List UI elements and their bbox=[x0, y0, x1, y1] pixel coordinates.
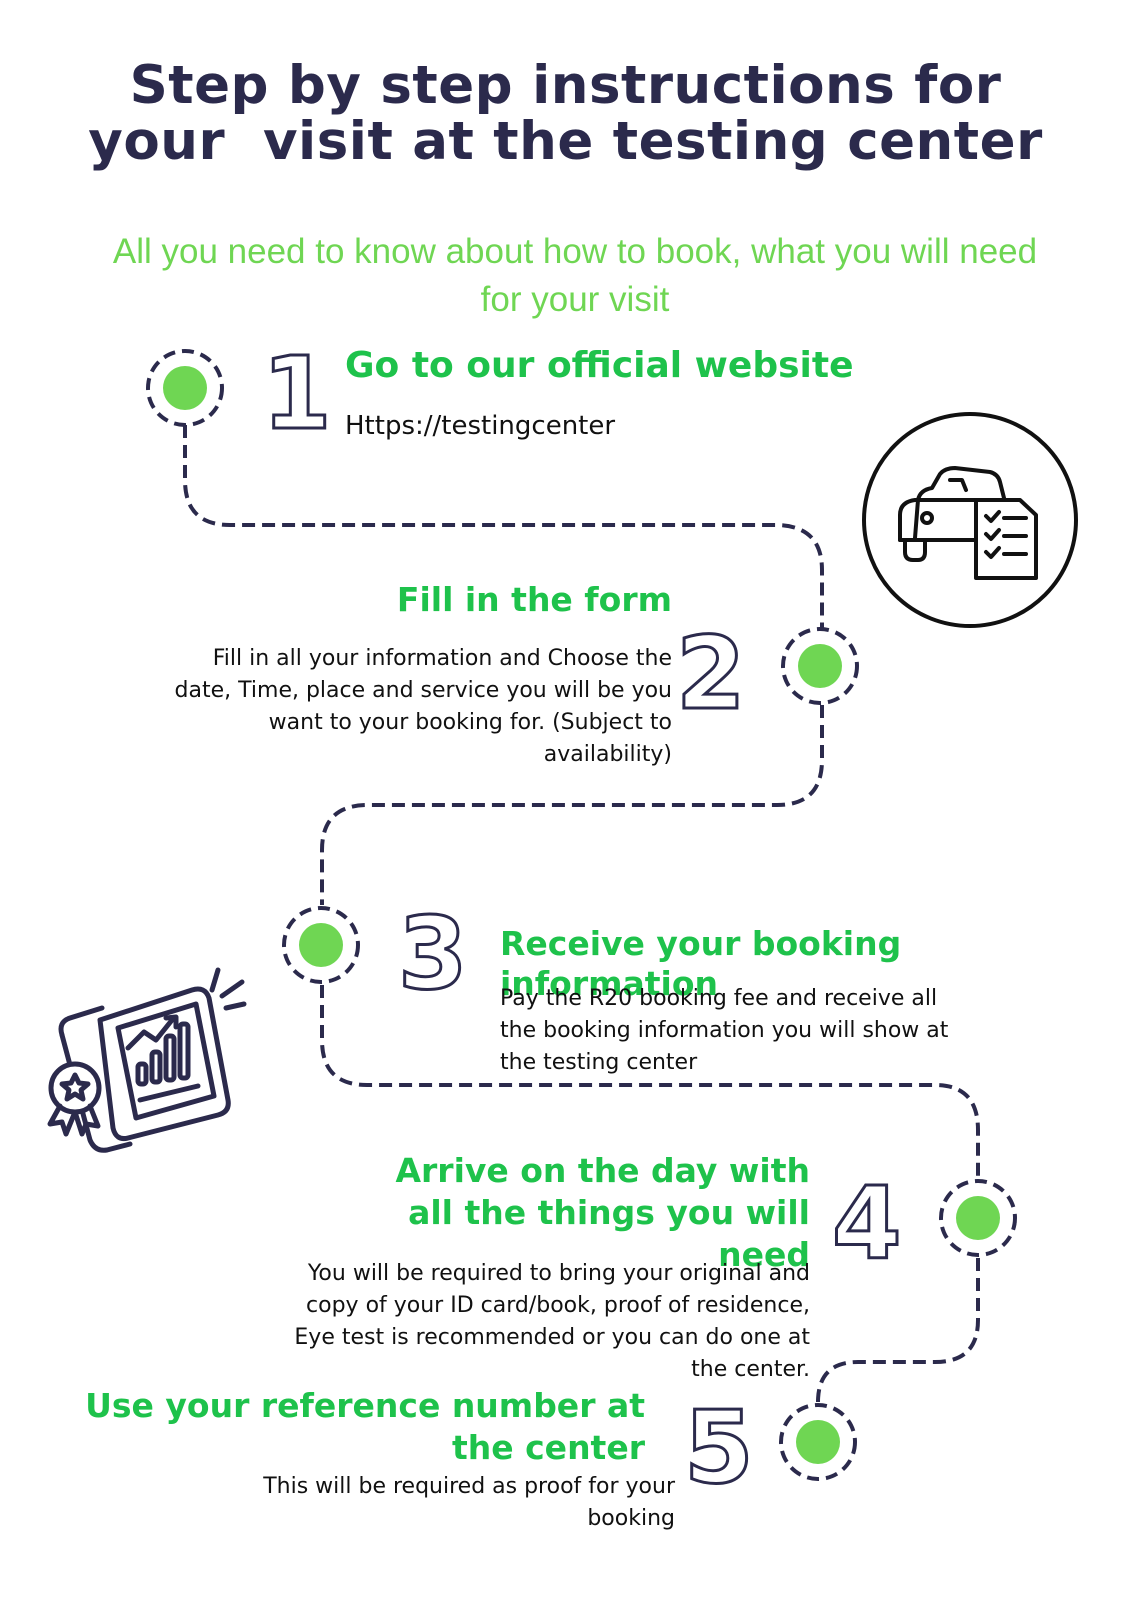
page-title: Step by step instructions for your visit… bbox=[0, 58, 1131, 170]
step-2-marker bbox=[781, 627, 859, 705]
step-3-heading: Receive your booking information bbox=[500, 924, 902, 1003]
step-1-heading: Go to our official website bbox=[345, 345, 854, 386]
step-2-number: 2 bbox=[676, 615, 746, 732]
step-1-marker bbox=[146, 349, 224, 427]
car-checklist-icon bbox=[862, 412, 1078, 628]
title-line-1: Step by step instructions for bbox=[129, 55, 1002, 116]
page-subtitle: All you need to know about how to book, … bbox=[112, 232, 1038, 319]
timeline-path bbox=[183, 425, 980, 1403]
report-certificate-icon bbox=[47, 967, 247, 1153]
step-3-text: Pay the R20 booking fee and receive all … bbox=[500, 986, 949, 1075]
step-3-number: 3 bbox=[398, 895, 468, 1012]
step-2-text: Fill in all your information and Choose … bbox=[174, 646, 672, 767]
step-4-heading: Arrive on the day with all the things yo… bbox=[395, 1151, 810, 1274]
step-4-text: You will be required to bring your origi… bbox=[294, 1261, 810, 1382]
step-3-marker bbox=[282, 906, 360, 984]
step-1-number: 1 bbox=[262, 335, 332, 452]
title-line-2: your visit at the testing center bbox=[88, 111, 1043, 172]
step-2-heading: Fill in the form bbox=[396, 580, 672, 619]
step-5-marker bbox=[779, 1403, 857, 1481]
step-5-text: This will be required as proof for your … bbox=[263, 1474, 675, 1531]
step-5-number: 5 bbox=[684, 1389, 754, 1506]
step-4-marker bbox=[939, 1179, 1017, 1257]
step-5-heading: Use your reference number at the center bbox=[85, 1386, 645, 1467]
step-1-text: Https://testingcenter bbox=[345, 411, 616, 441]
step-4-number: 4 bbox=[832, 1165, 902, 1282]
